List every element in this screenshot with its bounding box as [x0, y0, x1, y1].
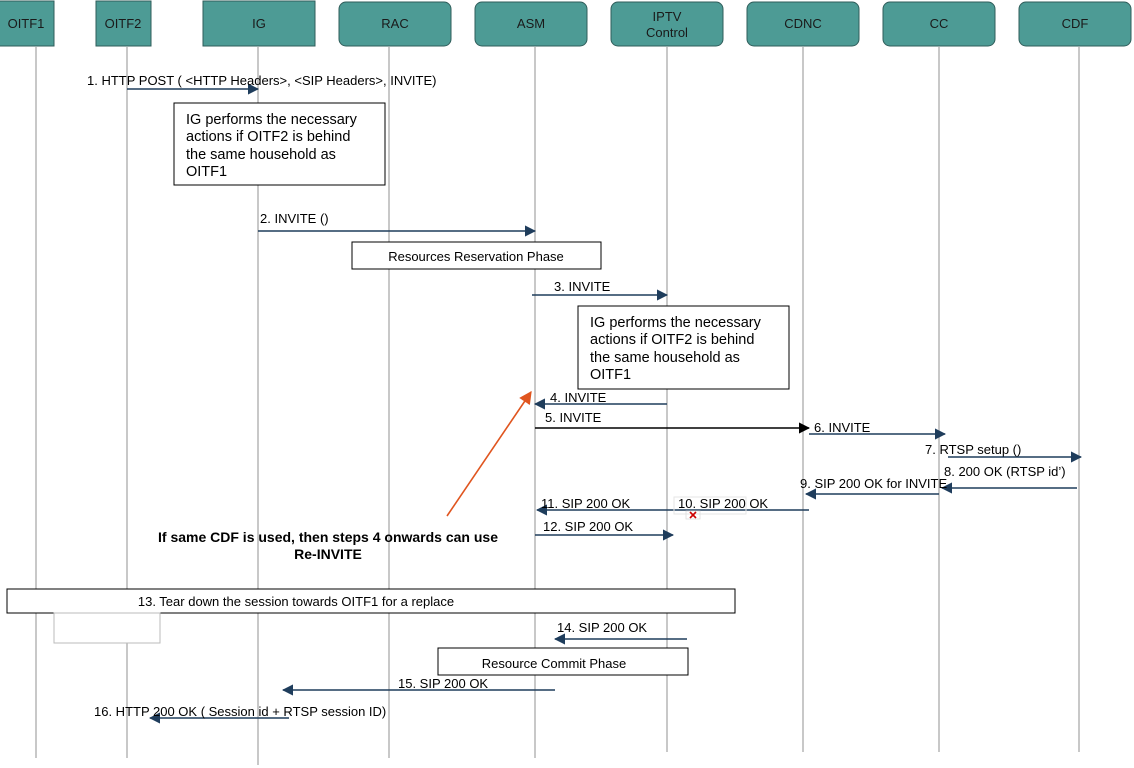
note-2-line-2: actions if OITF2 is behind: [590, 332, 754, 348]
participant-rac-box: [338, 1, 452, 47]
participant-rac-label: RAC: [381, 16, 408, 31]
participant-oitf1-label: OITF1: [8, 16, 45, 31]
participant-oitf1-box: [0, 0, 55, 47]
reservation-phase-label: Resources Reservation Phase: [388, 249, 564, 264]
participant-cc-label: CC: [930, 16, 949, 31]
message-6-label: 6. INVITE: [814, 420, 871, 435]
note-1-line-3: the same household as: [186, 147, 336, 163]
message-11-label: 11. SIP 200 OK: [541, 496, 630, 511]
callout-line-2: Re-INVITE: [294, 546, 362, 562]
participant-cdnc-label: CDNC: [784, 16, 822, 31]
teardown-phase-box: [6, 588, 736, 614]
note-1-line-1: IG performs the necessary: [186, 112, 358, 128]
note-2-line-4: OITF1: [590, 367, 631, 383]
message-3-label: 3. INVITE: [554, 279, 611, 294]
message-16-label: 16. HTTP 200 OK ( Session id + RTSP sess…: [94, 704, 386, 719]
message-7-label: 7. RTSP setup (): [925, 442, 1021, 457]
participant-oitf2-box: [95, 0, 152, 47]
participant-iptv-control-label-1: IPTV: [653, 9, 682, 24]
message-4-label: 4. INVITE: [550, 390, 607, 405]
participant-ig-label: IG: [252, 16, 266, 31]
note-1-box: [173, 102, 386, 186]
participant-asm-box: [474, 1, 588, 47]
reservation-phase-box: [351, 241, 602, 270]
message-9-label: 9. SIP 200 OK for INVITE: [800, 476, 947, 491]
note-1-line-4: OITF1: [186, 164, 227, 180]
commit-phase-box: [437, 647, 689, 676]
teardown-phase-label: 13. Tear down the session towards OITF1 …: [138, 594, 454, 609]
commit-phase-label: Resource Commit Phase: [482, 656, 627, 671]
participant-asm-label: ASM: [517, 16, 545, 31]
participant-oitf2-label: OITF2: [105, 16, 142, 31]
participant-iptv-control-box: [610, 1, 724, 47]
message-10-label: 10. SIP 200 OK: [678, 496, 768, 511]
participants: OITF1 OITF2 IG RAC ASM IPTV Control CDNC…: [0, 0, 1132, 47]
participant-cdnc-box: [746, 1, 860, 47]
callout-arrow: [446, 390, 532, 517]
message-14-label: 14. SIP 200 OK: [557, 620, 647, 635]
message-15-label: 15. SIP 200 OK: [398, 676, 488, 691]
note-1-line-2: actions if OITF2 is behind: [186, 129, 350, 145]
message-1-label: 1. HTTP POST ( <HTTP Headers>, <SIP Head…: [87, 73, 436, 88]
note-2-line-3: the same household as: [590, 350, 740, 366]
note-2: IG performs the necessary actions if OIT…: [577, 305, 790, 390]
message-12-label: 12. SIP 200 OK: [543, 519, 633, 534]
note-1: IG performs the necessary actions if OIT…: [173, 102, 386, 186]
participant-ig-box: [202, 0, 316, 47]
participant-cdf-box: [1018, 1, 1132, 47]
note-2-box: [577, 305, 790, 390]
message-2-label: 2. INVITE (): [260, 211, 329, 226]
note-2-line-1: IG performs the necessary: [590, 315, 762, 331]
message-5-label: 5. INVITE: [545, 410, 602, 425]
participant-cdf-label: CDF: [1062, 16, 1089, 31]
message-8-label: 8. 200 OK (RTSP id’): [944, 464, 1066, 479]
participant-cc-box: [882, 1, 996, 47]
message-10-label-frame: [673, 496, 747, 515]
empty-placeholder-box: [53, 612, 161, 644]
participant-iptv-control-label-2: Control: [646, 25, 688, 40]
error-x-icon: [685, 510, 701, 520]
callout-line-1: If same CDF is used, then steps 4 onward…: [158, 529, 498, 545]
